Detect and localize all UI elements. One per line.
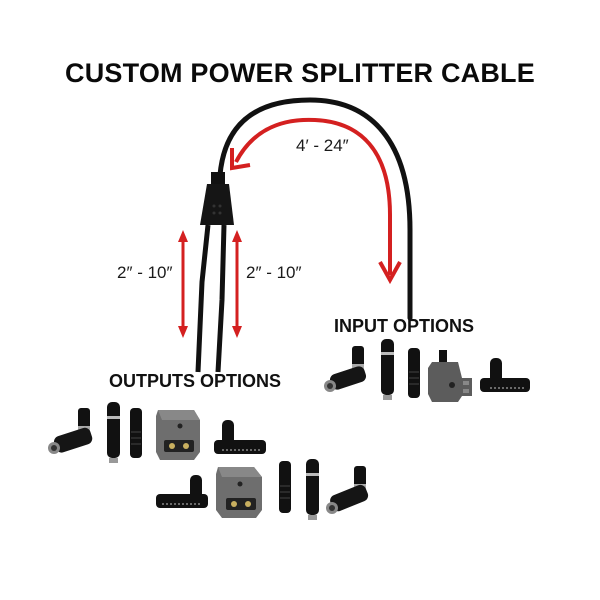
output-connector-dtap-female-2	[216, 467, 262, 518]
left-branch-arrow	[178, 230, 188, 338]
left-branch-length-label: 2″ - 10″	[117, 263, 173, 282]
main-cable	[217, 97, 413, 321]
output-connector-dtap-female-1	[156, 410, 200, 460]
input-connector-right-angle-lemo	[324, 346, 367, 392]
output-connector-straight-lemo-long-2	[306, 459, 319, 520]
output-connector-right-angle-lemo-2	[326, 466, 369, 514]
output-connector-right-angle-flat-1	[214, 420, 266, 454]
diagram-title: CUSTOM POWER SPLITTER CABLE	[65, 58, 535, 88]
splitter-junction	[200, 172, 234, 225]
input-options-label: INPUT OPTIONS	[334, 316, 475, 336]
output-connector-right-angle-lemo-1	[48, 408, 93, 454]
input-connector-straight-lemo-long	[381, 339, 394, 400]
output-connector-straight-lemo-short-1	[130, 408, 142, 458]
right-branch-arrow	[232, 230, 242, 338]
input-connector-straight-lemo-short	[408, 348, 420, 398]
main-length-arrow	[230, 117, 402, 285]
output-connector-straight-lemo-short-2	[279, 461, 291, 513]
right-branch-length-label: 2″ - 10″	[246, 263, 302, 282]
input-connector-right-angle-flat	[480, 358, 530, 392]
output-connector-right-angle-flat-2	[156, 475, 208, 508]
branch-cables	[195, 224, 227, 373]
output-options-label: OUTPUTS OPTIONS	[109, 371, 282, 391]
main-length-label: 4′ - 24″	[296, 136, 349, 155]
input-connector-dtap-male	[428, 350, 472, 402]
output-connector-straight-lemo-long-1	[107, 402, 120, 463]
